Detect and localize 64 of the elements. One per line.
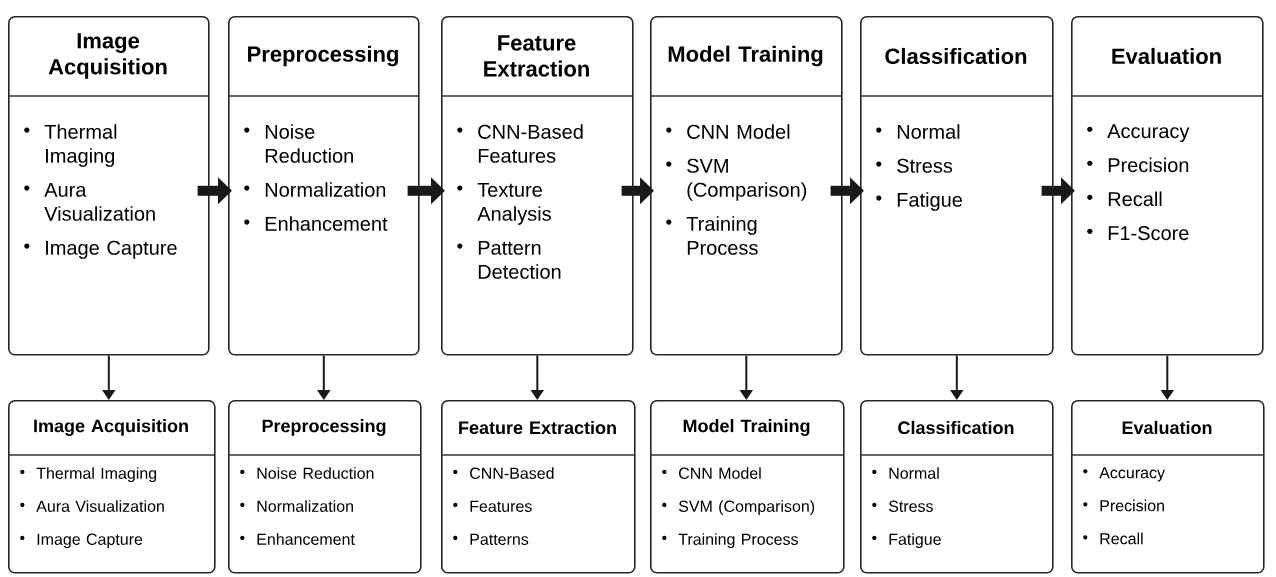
list-item: Precision <box>1087 157 1189 173</box>
stage-card <box>440 400 636 574</box>
stage-card <box>649 400 845 574</box>
list-item: Recall <box>1083 532 1143 545</box>
card-heading: Image Acquisition <box>48 33 167 79</box>
list-item: SVM (Comparison) <box>666 158 807 201</box>
stage-card <box>649 16 843 356</box>
stage-card <box>227 16 420 356</box>
list-item: Accuracy <box>1087 124 1190 143</box>
list-item: Normal <box>876 124 960 139</box>
list-item: Image Capture <box>20 533 143 549</box>
list-item: Training Process <box>662 533 798 549</box>
card-heading: Model Training <box>683 419 810 436</box>
list-item: Stress <box>876 158 953 173</box>
card-heading: Evaluation <box>1122 420 1212 435</box>
stage-card <box>859 400 1054 574</box>
card-heading: Feature Extraction <box>459 420 616 435</box>
list-item: Noise Reduction <box>240 467 374 479</box>
list-item: Patterns <box>453 533 529 545</box>
list-item: Thermal Imaging <box>20 467 157 483</box>
list-item: CNN Model <box>662 467 761 479</box>
list-item: Enhancement <box>244 216 388 231</box>
card-heading: Feature Extraction <box>484 35 589 77</box>
stage-card <box>859 16 1054 356</box>
list-item: Stress <box>872 500 933 512</box>
list-item: Texture Analysis <box>457 182 551 225</box>
list-item: Fatigue <box>876 192 962 211</box>
list-item: Aura Visualization <box>24 182 155 221</box>
list-item: CNN-Based Features <box>457 124 583 163</box>
list-item: CNN-Based <box>453 467 554 479</box>
card-heading: Evaluation <box>1112 47 1221 65</box>
list-item: Precision <box>1083 499 1164 512</box>
list-item: Pattern Detection <box>457 240 561 279</box>
stage-card <box>7 400 216 574</box>
stage-card <box>7 16 210 356</box>
card-heading: Image Acquisition <box>34 419 188 436</box>
list-item: Enhancement <box>240 533 355 545</box>
list-item: Aura Visualization <box>20 500 164 512</box>
arrow <box>317 354 331 400</box>
card-heading: Classification <box>885 47 1027 65</box>
card-heading: Preprocessing <box>262 419 386 436</box>
list-item: Features <box>453 500 532 512</box>
stage-card <box>1070 400 1265 574</box>
card-heading: Classification <box>898 420 1014 435</box>
arrow <box>102 354 116 400</box>
stage-card <box>440 16 634 356</box>
list-item: Recall <box>1087 191 1162 207</box>
list-item: SVM (Comparison) <box>662 500 815 516</box>
list-item: Accuracy <box>1083 467 1165 482</box>
arrow <box>950 354 964 400</box>
list-item: Normalization <box>240 500 353 512</box>
stage-card <box>227 400 422 574</box>
list-item: CNN Model <box>666 124 790 139</box>
card-heading: Model Training <box>668 45 823 67</box>
list-item: Normal <box>872 467 939 479</box>
list-item: Normalization <box>244 182 386 197</box>
stage-card <box>1070 16 1264 356</box>
list-item: Training Process <box>666 216 758 255</box>
list-item: Noise Reduction <box>244 124 353 163</box>
list-item: F1-Score <box>1087 226 1189 241</box>
list-item: Fatigue <box>872 533 941 549</box>
card-heading: Preprocessing <box>248 45 398 67</box>
list-item: Thermal Imaging <box>24 124 117 167</box>
list-item: Image Capture <box>24 240 177 259</box>
